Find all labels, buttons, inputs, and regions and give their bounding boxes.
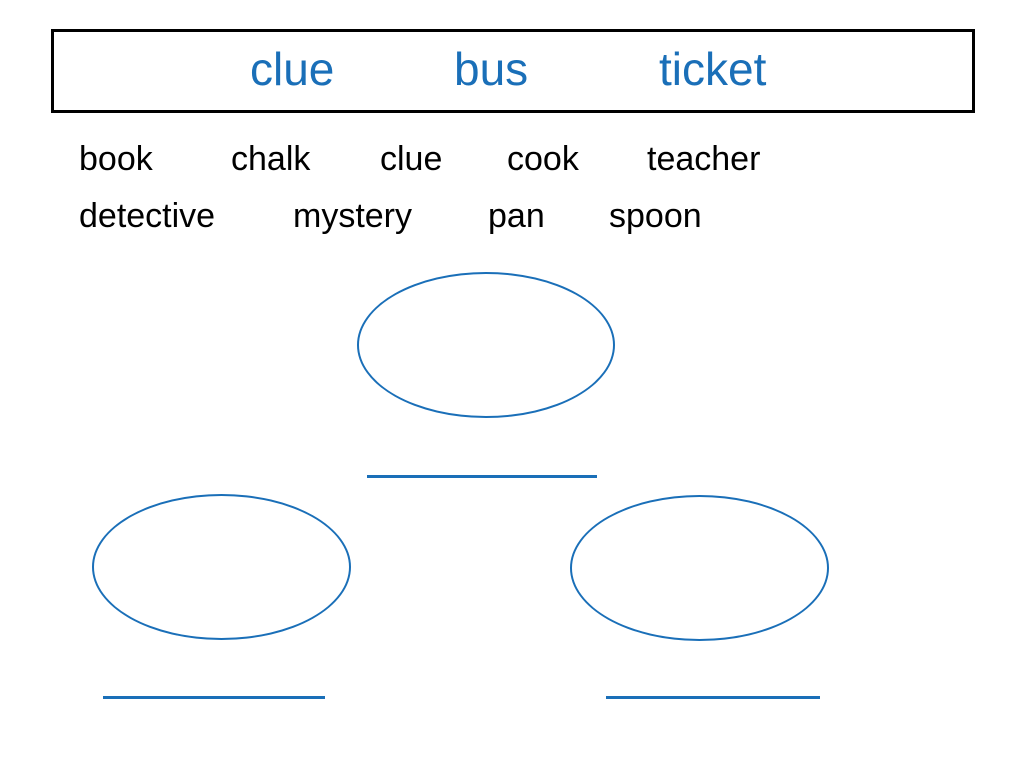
word-clue: clue [380, 140, 443, 178]
header-word-bus: bus [454, 43, 529, 95]
header-word-ticket: ticket [659, 43, 767, 95]
word-pan: pan [488, 197, 545, 235]
word-teacher: teacher [647, 140, 761, 178]
answer-oval-left[interactable] [92, 494, 351, 640]
word-detective: detective [79, 197, 216, 235]
word-spoon: spoon [609, 197, 702, 235]
answer-oval-right[interactable] [570, 495, 829, 641]
header-word-clue: clue [250, 43, 335, 95]
word-cook: cook [507, 140, 579, 178]
word-chalk: chalk [231, 140, 311, 178]
word-mystery: mystery [293, 197, 412, 235]
word-book: book [79, 140, 153, 178]
answer-blank-left[interactable] [103, 696, 325, 699]
answer-blank-top[interactable] [367, 475, 597, 478]
header-word-box: clue bus ticket [51, 29, 975, 113]
answer-blank-right[interactable] [606, 696, 820, 699]
answer-oval-top[interactable] [357, 272, 615, 418]
